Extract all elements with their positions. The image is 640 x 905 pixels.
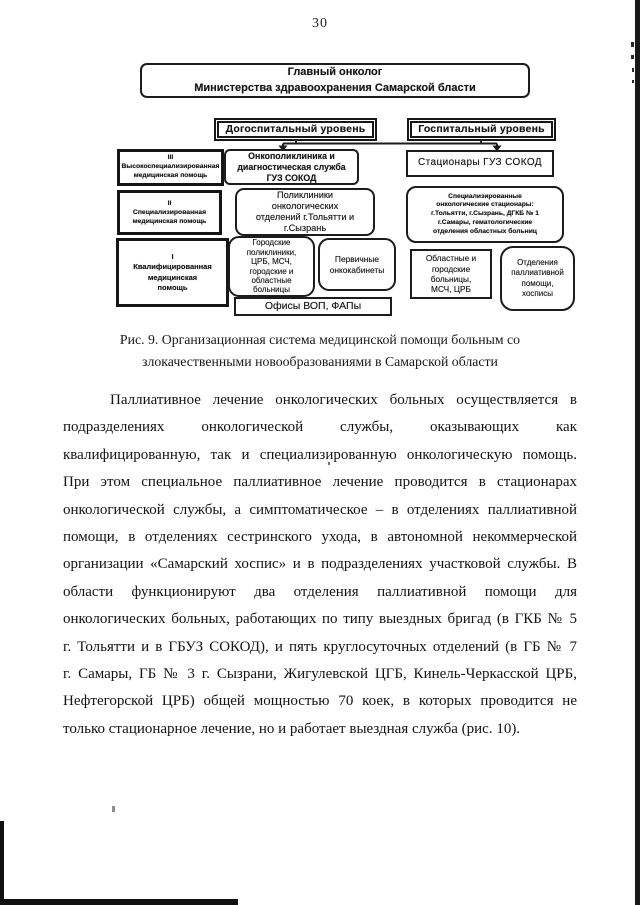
chart-box-gp-offices: Офисы ВОП, ФАПы: [234, 297, 392, 316]
chart-box-specialized-hospitals: Специализированные онкологические стацио…: [406, 186, 564, 243]
scan-artifact-speck: [112, 806, 115, 812]
scan-artifact-speck: [632, 68, 634, 72]
page-number: 30: [312, 16, 328, 31]
scan-artifact-speck: [631, 42, 634, 47]
chart-box-chief-oncologist: Главный онколог Министерства здравоохран…: [140, 63, 530, 98]
chart-box-sokod-hospitals: Стационары ГУЗ СОКОД: [406, 150, 554, 177]
chart-box-tier1-care: I Квалифицированная медицинская помощь: [116, 238, 229, 307]
scan-artifact-speck: [631, 55, 634, 59]
chart-box-city-facilities: Городские поликлиники, ЦРБ, МСЧ, городск…: [228, 236, 315, 297]
scan-artifact-speck: [632, 80, 634, 83]
chart-box-primary-onco-cabinets: Первичные онкокабинеты: [318, 238, 396, 291]
body-paragraph: Паллиативное лечение онкологических боль…: [63, 392, 577, 737]
chart-box-palliative-units: Отделения паллиативной помощи, хосписы: [500, 246, 575, 311]
figure-caption: Рис. 9. Организационная система медицинс…: [119, 332, 521, 369]
scan-artifact-bottom-edge: [0, 899, 238, 905]
scan-artifact-left-edge: [0, 821, 4, 905]
chart-box-tier2-care: II Специализированная медицинская помощь: [117, 190, 222, 235]
chart-box-tier3-care: III Высокоспециализированная медицинская…: [117, 149, 224, 186]
scan-artifact-speck: [328, 462, 330, 465]
chart-box-prehospital-level: Догоспитальный уровень: [214, 118, 377, 141]
scan-artifact-right-edge: [635, 0, 640, 905]
chart-box-onco-polyclinic: Онкополиклиника и диагностическая служба…: [224, 149, 359, 185]
chart-box-oncology-polyclinics: Поликлиники онкологических отделений г.Т…: [235, 188, 375, 236]
chart-box-hospital-level: Госпитальный уровень: [407, 118, 556, 141]
chart-box-general-hospitals: Областные и городские больницы, МСЧ, ЦРБ: [410, 249, 492, 299]
